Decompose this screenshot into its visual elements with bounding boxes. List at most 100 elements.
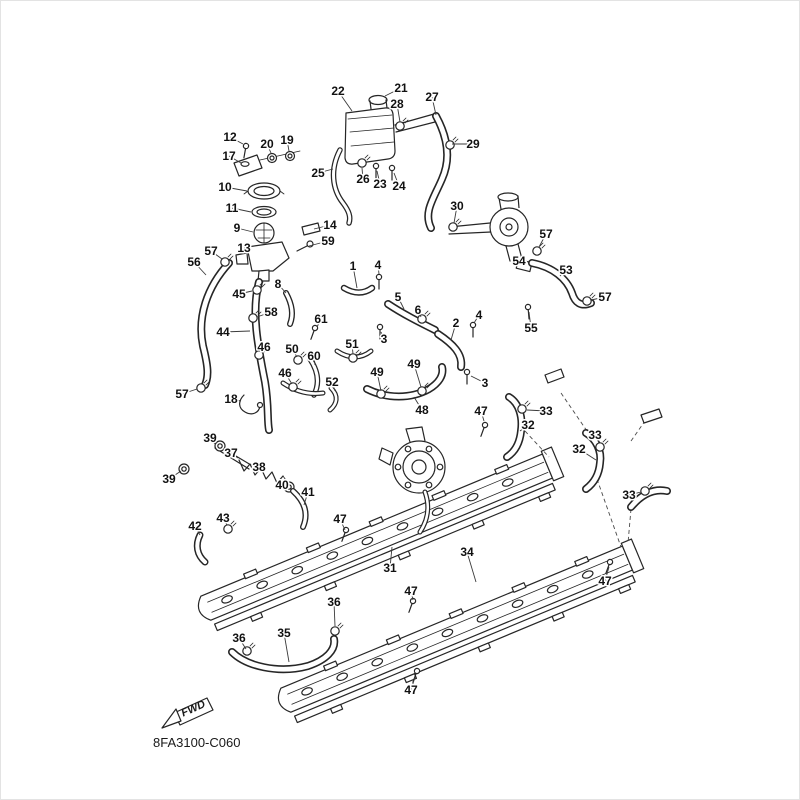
callout-leader-25 [317, 168, 334, 174]
callout-leader-57 [210, 250, 223, 260]
part-number-26: 26 [356, 172, 370, 186]
part-number-11: 11 [226, 201, 239, 215]
callout-leader-57 [181, 388, 198, 395]
callout-leader-33 [594, 434, 600, 443]
part-number-22: 22 [331, 84, 345, 98]
bolt-4a [375, 273, 383, 290]
callout-leader-37 [230, 452, 239, 459]
callout-leader-60 [313, 355, 316, 366]
callout-leader-46 [259, 346, 265, 353]
part-number-49: 49 [407, 357, 421, 371]
callout-leader-51 [351, 343, 354, 355]
callout-leader-4 [377, 264, 380, 275]
callout-leader-3 [380, 331, 385, 340]
part-number-57: 57 [204, 244, 218, 258]
callout-leader-36 [333, 601, 336, 627]
callout-leader-61 [316, 318, 322, 328]
part-number-46: 46 [278, 366, 292, 380]
callout-leader-56 [193, 261, 207, 276]
part-number-48: 48 [415, 403, 429, 417]
part-number-33: 33 [539, 404, 553, 418]
part-number-53: 53 [559, 263, 573, 277]
grommet-20 [266, 152, 278, 164]
callout-leader-45 [238, 290, 253, 295]
joint-pipe-upper [544, 368, 565, 384]
part-number-23: 23 [373, 177, 387, 191]
part-number-10: 10 [218, 180, 232, 194]
part-number-32: 32 [572, 442, 586, 456]
part-number-33: 33 [622, 488, 636, 502]
part-number-42: 42 [188, 519, 202, 533]
callout-leader-17 [228, 155, 242, 164]
callout-leader-9 [236, 227, 254, 233]
callout-leader-55 [528, 311, 532, 329]
rod-spring-assembly [178, 440, 306, 562]
clamp-30 [448, 218, 462, 232]
part-number-21: 21 [394, 81, 408, 95]
clamp-57-pump [532, 242, 546, 256]
callout-leader-22 [337, 90, 353, 112]
callout-leader-3 [470, 375, 486, 384]
part-number-3: 3 [381, 332, 388, 346]
part-number-1: 1 [350, 259, 357, 273]
part-number-47: 47 [404, 683, 418, 697]
part-number-39: 39 [162, 472, 176, 486]
part-number-47: 47 [333, 512, 347, 526]
bolt-55 [524, 303, 533, 320]
callout-leader-1 [352, 265, 358, 289]
callout-leader-23 [376, 170, 381, 185]
callout-leader-33 [526, 409, 547, 412]
callout-leader-28 [396, 103, 401, 123]
part-number-14: 14 [323, 218, 337, 232]
callout-leader-35 [283, 632, 290, 663]
bolt-4b [469, 321, 477, 338]
callout-leader-46 [284, 372, 293, 385]
part-number-30: 30 [450, 199, 464, 213]
part-number-46: 46 [257, 340, 271, 354]
part-number-57: 57 [598, 290, 612, 304]
callout-leader-10 [224, 186, 248, 192]
part-number-32: 32 [521, 418, 535, 432]
part-number-61: 61 [314, 312, 328, 326]
callout-leader-50 [291, 348, 298, 358]
callout-leader-31 [389, 546, 393, 569]
callout-leader-43 [222, 517, 228, 526]
part-number-4: 4 [375, 258, 382, 272]
bolt-24 [388, 164, 396, 181]
hose-56 [196, 253, 264, 415]
radiator-cap-assembly [233, 142, 321, 282]
part-number-57: 57 [175, 387, 189, 401]
water-pump-assembly [448, 192, 546, 320]
part-number-18: 18 [224, 392, 238, 406]
part-number-28: 28 [390, 97, 404, 111]
callout-leader-44 [222, 330, 251, 333]
clamp-28 [395, 117, 409, 131]
callout-leader-26 [361, 167, 364, 180]
callout-leader-58 [256, 311, 272, 318]
part-number-24: 24 [392, 179, 406, 193]
bolt-61 [307, 324, 319, 341]
part-number-47: 47 [404, 584, 418, 598]
callout-leader-47 [339, 518, 346, 531]
holder-18 [239, 394, 261, 415]
callout-leader-20 [266, 143, 272, 154]
center-pipes [283, 273, 477, 410]
callout-leader-32 [578, 448, 597, 461]
part-number-8: 8 [275, 277, 282, 291]
bolt-12 [240, 142, 250, 159]
clamp-36a [330, 622, 344, 636]
callout-leader-30 [453, 205, 458, 224]
diagram-code: 8FA3100-C060 [153, 735, 240, 750]
thermostat-housing-13 [246, 241, 290, 272]
reservoir-hose-27 [395, 116, 459, 228]
rail-end-hoses [507, 368, 667, 548]
part-number-36: 36 [232, 631, 246, 645]
callout-leader-53 [559, 269, 567, 277]
part-number-29: 29 [466, 137, 480, 151]
part-number-9: 9 [234, 221, 241, 235]
part-number-34: 34 [460, 545, 474, 559]
callout-leader-47 [410, 676, 416, 691]
reservoir-cap [368, 94, 388, 106]
